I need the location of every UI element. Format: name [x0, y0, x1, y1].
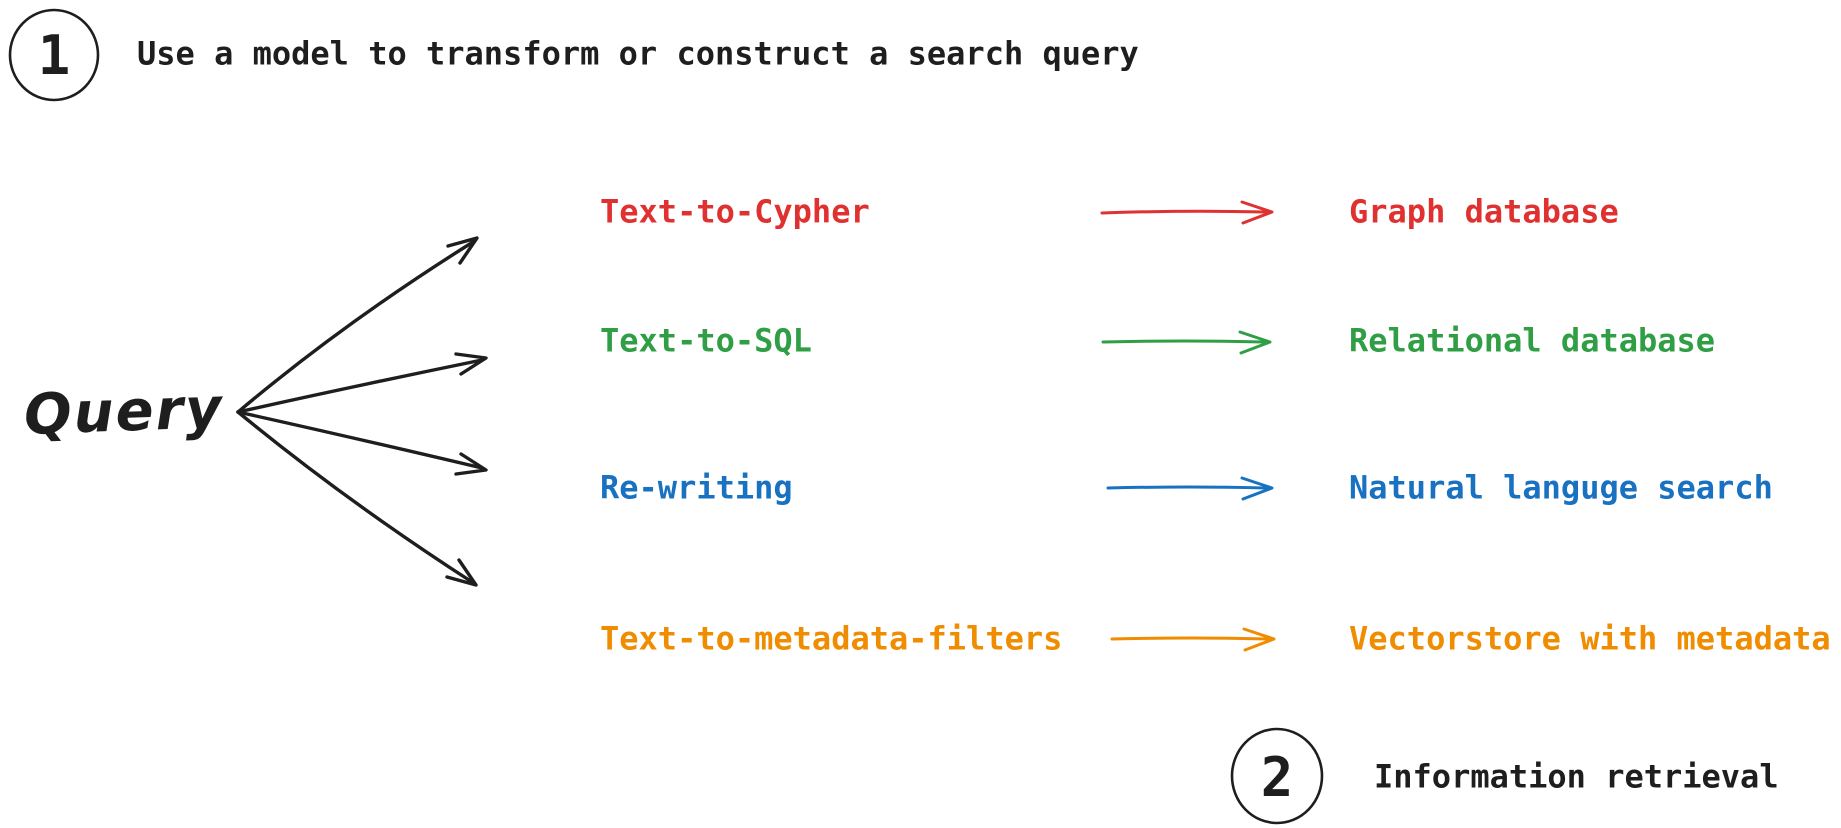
target-label-graph-database: Graph database: [1349, 192, 1619, 231]
method-label-text-to-metadata-filters: Text-to-metadata-filters: [600, 619, 1063, 658]
method-label-text-to-cypher: Text-to-Cypher: [600, 192, 870, 231]
arrow-text-to-metadata-filters: [1110, 627, 1276, 652]
fan-arrow-4-head: [445, 558, 478, 587]
step2-circle: [1230, 727, 1324, 825]
method-label-re-writing: Re-writing: [600, 468, 793, 507]
arrow-text-to-cypher: [1100, 200, 1274, 225]
fan-arrow-4-shaft: [236, 410, 474, 584]
method-label-text-to-sql: Text-to-SQL: [600, 321, 812, 360]
step2-title: Information retrieval: [1374, 757, 1779, 796]
step1-circle: [8, 8, 100, 102]
arrow-text-to-sql: [1101, 330, 1272, 355]
arrow-re-writing: [1106, 476, 1274, 501]
fan-arrow-2-head: [454, 352, 488, 376]
step2-number: 2: [1260, 746, 1294, 809]
step1-title: Use a model to transform or construct a …: [137, 34, 1139, 73]
step1-number: 1: [37, 24, 71, 87]
fan-arrow-2-shaft: [236, 358, 484, 414]
fan-arrow-1-shaft: [236, 240, 475, 414]
fan-arrow-3-head: [454, 452, 488, 476]
fan-arrow-3-shaft: [236, 410, 484, 470]
target-label-natural-language-search: Natural languge search: [1349, 468, 1773, 507]
target-label-relational-database: Relational database: [1349, 321, 1716, 360]
query-fan-arrows: [236, 236, 488, 587]
target-label-vectorstore-with-metadata: Vectorstore with metadata: [1349, 619, 1831, 658]
fan-arrow-1-head: [446, 236, 479, 265]
row-arrows: [1100, 200, 1276, 652]
query-node-label: Query: [22, 376, 225, 448]
